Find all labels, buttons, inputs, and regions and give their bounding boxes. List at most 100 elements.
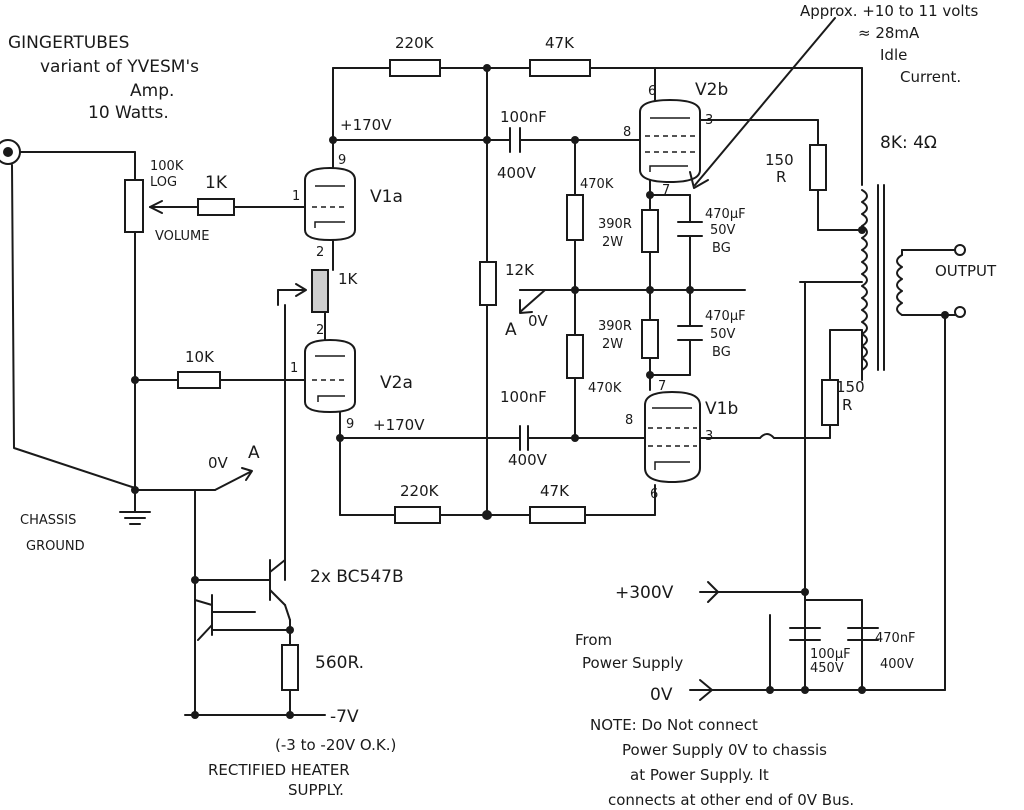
rail-bottom-voltage: +170V (373, 416, 425, 434)
v1a-pin-bottom: 2 (316, 245, 324, 260)
minus7-label: -7V (330, 707, 359, 727)
c470n-voltage: 400V (880, 657, 914, 672)
idle-note-line-2: ≈ 28mA (858, 24, 920, 42)
v2b-pin-bottom: 7 (662, 183, 670, 198)
idle-note-line-3: Idle (880, 46, 907, 64)
r47k-bottom-value: 47K (540, 482, 570, 500)
note-line-2: Power Supply 0V to chassis (622, 741, 827, 759)
cap-top-value: 100nF (500, 108, 547, 126)
c470u-bottom-type: BG (712, 345, 731, 360)
rail-top-voltage: +170V (340, 116, 392, 134)
resistors (124, 59, 839, 691)
resistor-390r-top (641, 209, 659, 253)
v1a-pin-top: 9 (338, 153, 346, 168)
heater-line-2: SUPPLY. (288, 781, 344, 799)
resistor-390r-bottom (641, 319, 659, 359)
resistor-560r (281, 644, 299, 691)
c470u-top-value: 470µF (705, 207, 746, 222)
r150-top-unit: R (776, 168, 786, 186)
chassis-line-2: GROUND (26, 539, 85, 554)
capacitors (509, 127, 703, 451)
r390-bottom-rating: 2W (602, 337, 623, 352)
node-a-mid-voltage: 0V (528, 312, 549, 330)
idle-note-line-1: Approx. +10 to 11 volts (800, 2, 978, 20)
v1b-pin-top: 7 (658, 379, 666, 394)
title-line-4: 10 Watts. (88, 103, 169, 123)
grid-1k-value: 1K (205, 173, 228, 193)
tube-v1b (644, 391, 701, 483)
title-line-2: variant of YVESM's (40, 57, 199, 77)
v2a-pin-top: 2 (316, 323, 324, 338)
resistor-470k-top (566, 194, 584, 241)
ps-0v-label: 0V (650, 685, 673, 705)
v1b-pin-bottom: 6 (650, 487, 658, 502)
plus300-label: +300V (615, 583, 674, 603)
grid-stopper-1k (197, 198, 235, 216)
v2b-pin-top: 6 (648, 84, 656, 99)
r47k-top-value: 47K (545, 34, 575, 52)
node-a-left-label: A (248, 443, 260, 463)
cathode-resistor-1k (311, 269, 329, 313)
r470k-bottom-value: 470K (588, 381, 622, 396)
title-line-1: GINGERTUBES (8, 33, 129, 53)
cap-bottom-voltage: 400V (508, 451, 548, 469)
resistor-150r-top (809, 144, 827, 191)
minus-range-label: (-3 to -20V O.K.) (275, 736, 396, 754)
v1a-label: V1a (370, 187, 403, 207)
tube-v2b (639, 67, 701, 183)
volume-pot (124, 179, 144, 233)
pot-value: 100K (150, 159, 184, 174)
grid-resistor-10k (177, 371, 221, 389)
r12k-value: 12K (505, 261, 535, 279)
v1a-pin-left: 1 (292, 189, 300, 204)
node-a-mid-label: A (505, 320, 517, 340)
r150-bottom-unit: R (842, 396, 852, 414)
c470u-top-voltage: 50V (710, 223, 736, 238)
r220k-top-value: 220K (395, 34, 435, 52)
junction-dots (131, 64, 949, 719)
note-line-4: connects at other end of 0V Bus. (608, 791, 854, 809)
tube-v2a (304, 339, 356, 413)
resistor-12k (479, 261, 497, 306)
v1b-pin-right: 3 (705, 429, 713, 444)
pot-taper: LOG (150, 175, 177, 190)
c470u-top-type: BG (712, 241, 731, 256)
note-block: NOTE: Do Not connect Power Supply 0V to … (590, 716, 854, 809)
node-a-left-voltage: 0V (208, 454, 229, 472)
r470k-top-value: 470K (580, 177, 614, 192)
cap-bottom-value: 100nF (500, 388, 547, 406)
note-line-3: at Power Supply. It (630, 766, 769, 784)
v2a-pin-bottom: 9 (346, 417, 354, 432)
c470u-bottom-voltage: 50V (710, 327, 736, 342)
cathode-1k-value: 1K (338, 270, 359, 288)
resistor-47k-top (529, 59, 591, 77)
title-block: GINGERTUBES variant of YVESM's Amp. 10 W… (8, 33, 199, 123)
idle-current-arrow (694, 17, 836, 186)
chassis-line-1: CHASSIS (20, 513, 76, 528)
from-ps-line-1: From (575, 631, 612, 649)
resistor-47k-bottom (529, 506, 586, 524)
v1b-label: V1b (705, 399, 738, 419)
tube-v1a (304, 167, 356, 241)
c470u-bottom-value: 470µF (705, 309, 746, 324)
r150-bottom-value: 150 (836, 378, 865, 396)
wires (0, 67, 966, 716)
from-ps-line-2: Power Supply (582, 654, 683, 672)
output-terminal-2 (954, 306, 966, 318)
v2b-label: V2b (695, 80, 728, 100)
v2a-label: V2a (380, 373, 413, 393)
transformer-secondary (896, 254, 903, 316)
title-line-3: Amp. (130, 81, 174, 101)
r390-top-rating: 2W (602, 235, 623, 250)
r220k-bottom-value: 220K (400, 482, 440, 500)
output-label: OUTPUT (935, 262, 997, 280)
cap-top-voltage: 400V (497, 164, 537, 182)
transformer-ratio: 8K: 4Ω (880, 133, 937, 153)
r150-top-value: 150 (765, 151, 794, 169)
c100u-voltage: 450V (810, 661, 844, 676)
note-line-1: NOTE: Do Not connect (590, 716, 758, 734)
resistor-220k-top (389, 59, 441, 77)
v2b-pin-left: 8 (623, 125, 631, 140)
